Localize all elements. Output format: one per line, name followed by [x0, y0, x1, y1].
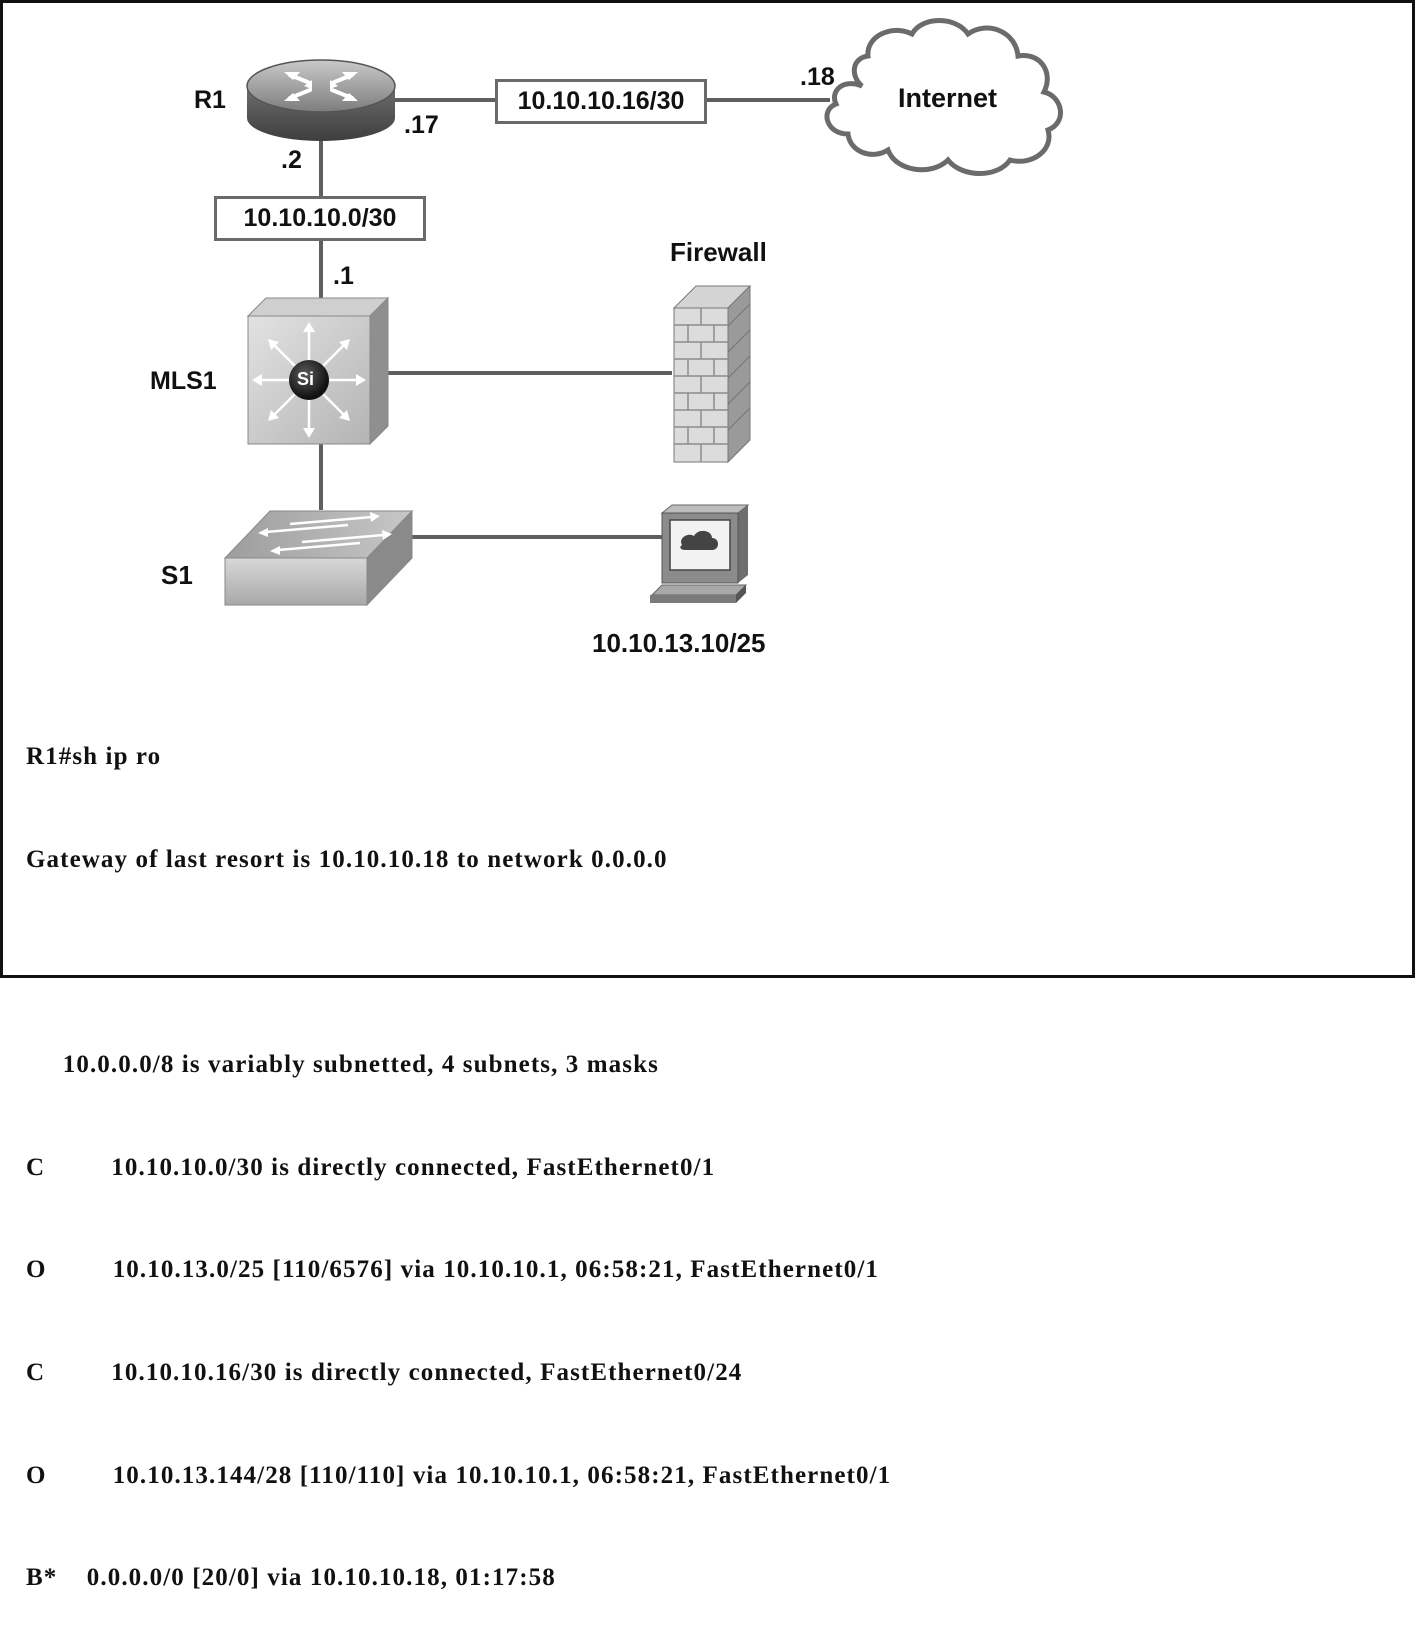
- subnet-r1-internet-label: 10.10.10.16/30: [495, 79, 707, 124]
- switch-icon: [223, 509, 414, 607]
- router-icon: [246, 59, 396, 141]
- subnet-r1-mls1-label: 10.10.10.0/30: [214, 196, 426, 241]
- firewall-label: Firewall: [670, 237, 767, 267]
- pc-address-label: 10.10.13.10/25: [592, 628, 766, 658]
- firewall-icon: [672, 284, 752, 464]
- network-topology: [223, 18, 1063, 607]
- terminal-line: 10.0.0.0/8 is variably subnetted, 4 subn…: [26, 1051, 659, 1079]
- terminal-line: O 10.10.13.144/28 [110/110] via 10.10.10…: [26, 1461, 892, 1489]
- r1-label: R1: [194, 86, 226, 114]
- terminal-line: [26, 946, 891, 980]
- mls1-interface-label: .1: [333, 262, 354, 290]
- workstation-icon: [650, 504, 750, 603]
- mls1-label: MLS1: [150, 367, 217, 395]
- terminal-line: Gateway of last resort is 10.10.10.18 to…: [26, 846, 668, 873]
- terminal-line: C 10.10.10.16/30 is directly connected, …: [26, 1358, 743, 1386]
- s1-label: S1: [161, 560, 193, 590]
- link-lines: [319, 98, 830, 539]
- multilayer-switch-icon: [246, 296, 390, 446]
- routing-table-output: R1#sh ip ro Gateway of last resort is 10…: [26, 672, 891, 1630]
- terminal-line: B* 0.0.0.0/0 [20/0] via 10.10.10.18, 01:…: [26, 1564, 556, 1592]
- cloud-icon: [824, 18, 1063, 176]
- internet-label: Internet: [898, 83, 998, 113]
- terminal-line: C 10.10.10.0/30 is directly connected, F…: [26, 1153, 716, 1181]
- terminal-line: O 10.10.13.0/25 [110/6576] via 10.10.10.…: [26, 1256, 879, 1284]
- r1-internet-interface-label: .17: [404, 111, 439, 139]
- terminal-line: R1#sh ip ro: [26, 743, 162, 771]
- r1-mls1-interface-label: .2: [281, 146, 302, 174]
- isp-interface-label: .18: [800, 63, 835, 91]
- mls1-badge: Si: [297, 369, 315, 389]
- diagram-frame: [0, 0, 1415, 978]
